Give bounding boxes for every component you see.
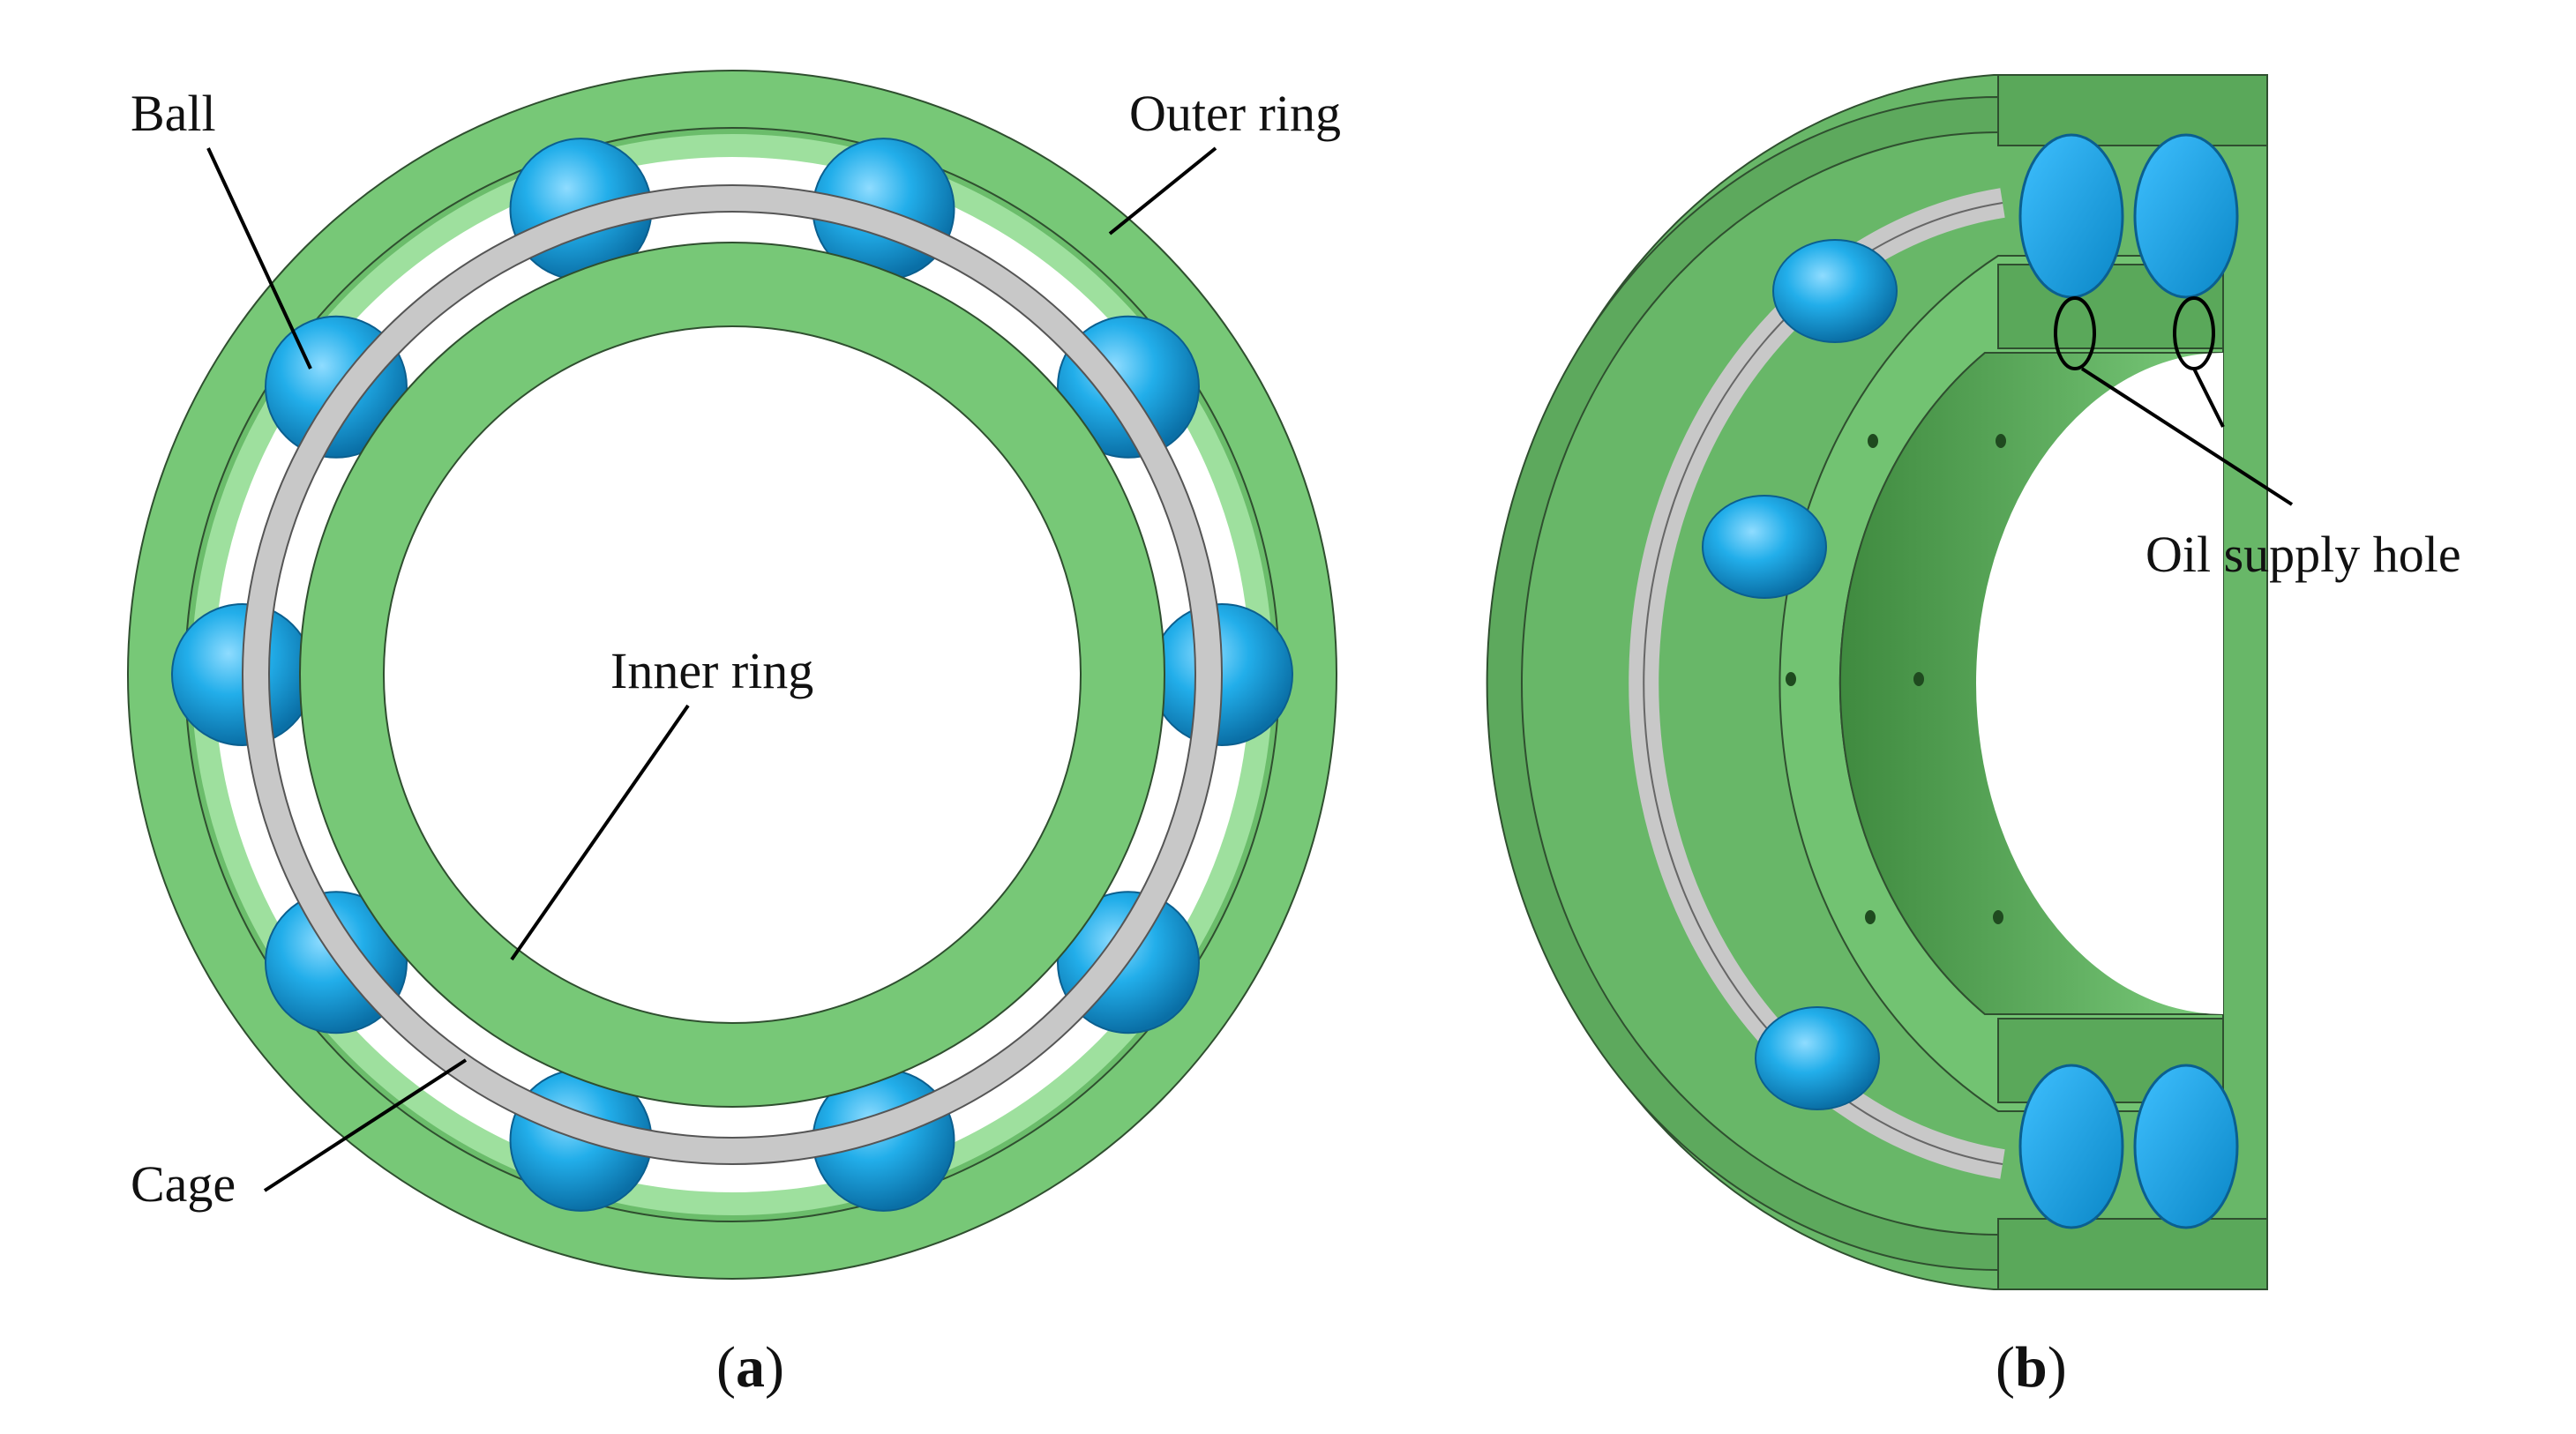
outer-flange-bottom — [1997, 1218, 2268, 1290]
ball-disc-2 — [2133, 133, 2239, 299]
oil-dot-4 — [1913, 672, 1924, 686]
oil-hole-dots — [1786, 434, 2006, 924]
leader-outer-ring — [1108, 146, 1217, 235]
ball-set-b — [1702, 133, 2239, 1229]
front-view — [127, 70, 1337, 1280]
oil-dot-3 — [1786, 672, 1796, 686]
ball-arc-1 — [1772, 239, 1898, 343]
caption-a: (a) — [716, 1335, 784, 1400]
ball-disc-4 — [2133, 1064, 2239, 1229]
ball-disc-3 — [2018, 1064, 2124, 1229]
label-oil-supply-hole: Oil supply hole — [2145, 526, 2461, 583]
inner-bore-cutout — [1976, 353, 2223, 1014]
outer-ring-face — [1486, 95, 1999, 1272]
label-cage: Cage — [131, 1155, 236, 1213]
leader-inner-ring — [510, 704, 690, 961]
oil-dot-1 — [1868, 434, 1878, 448]
inner-ring-bore — [383, 325, 1082, 1024]
cage-ring — [243, 185, 1222, 1164]
ball-arc-2 — [1702, 495, 1827, 599]
section-view — [1486, 74, 2268, 1290]
leader-cage — [263, 1058, 468, 1192]
ball-arc-3 — [1755, 1006, 1880, 1110]
oil-dot-5 — [1865, 910, 1876, 924]
leader-oil-hole-1 — [2080, 367, 2294, 506]
label-inner-ring: Inner ring — [610, 642, 813, 699]
ball-disc-1 — [2018, 133, 2124, 299]
leader-ball — [206, 147, 312, 370]
caption-b: (b) — [1996, 1335, 2067, 1400]
oil-dot-6 — [1993, 910, 2003, 924]
label-ball: Ball — [131, 85, 216, 142]
label-outer-ring: Outer ring — [1129, 85, 1341, 142]
cage-outline-inner — [268, 211, 1196, 1139]
inner-flange-top — [1997, 264, 2224, 349]
outer-flange-top — [1997, 74, 2268, 146]
oil-hole-marker-1 — [2054, 296, 2096, 370]
leader-oil-hole-2 — [2192, 368, 2225, 428]
oil-dot-2 — [1996, 434, 2006, 448]
cage-outline-outer — [242, 184, 1223, 1165]
